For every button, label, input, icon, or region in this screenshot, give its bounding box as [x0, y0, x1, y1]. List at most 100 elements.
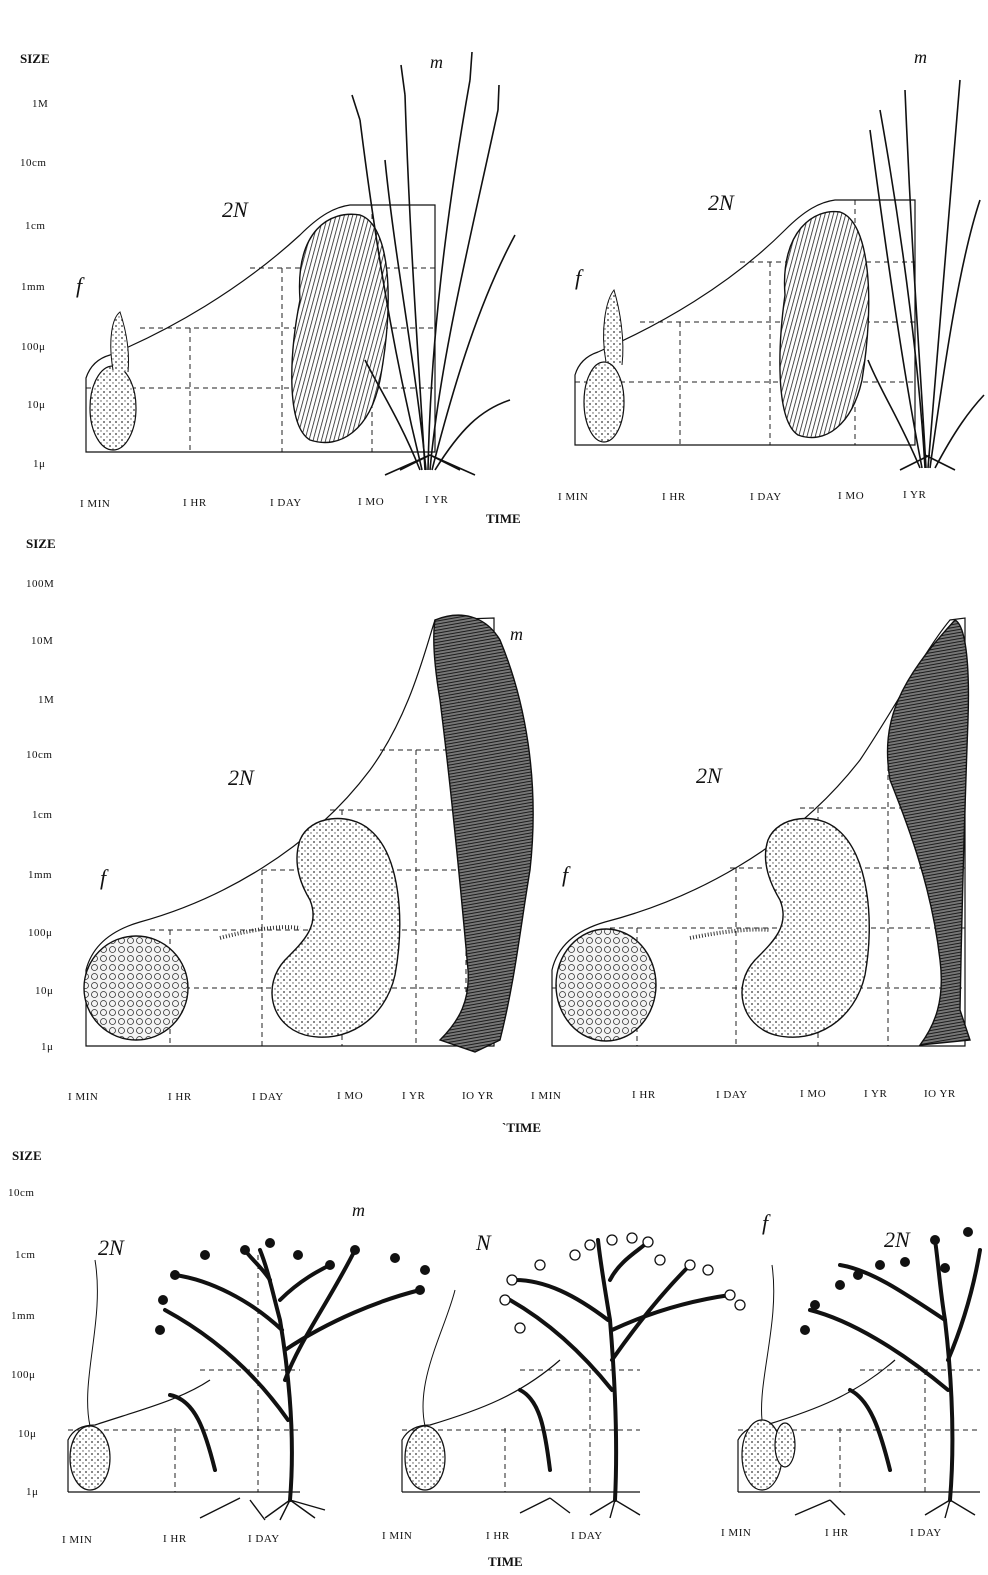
cycle-a [68, 1238, 430, 1520]
y-tick: 100μ [28, 927, 52, 939]
ploidy-label: 2N [884, 1227, 911, 1252]
size-axis-title: SIZE [12, 1148, 42, 1163]
size-axis-title: SIZE [20, 51, 50, 66]
grass-plant [868, 80, 984, 470]
x-tick: I MO [800, 1088, 826, 1100]
ploidy-label: 2N [228, 765, 255, 790]
sperm-tube [604, 290, 623, 365]
time-axis-title: TIME [488, 1554, 523, 1569]
tether-line [423, 1290, 455, 1426]
x-tick: I DAY [716, 1089, 748, 1101]
larva [70, 1426, 110, 1490]
y-tick: 10cm [8, 1187, 34, 1199]
x-tick: I MIN [721, 1527, 751, 1539]
x-tick: I HR [632, 1089, 656, 1101]
x-axis-ticks-a: I MIN I HR I DAY [62, 1533, 280, 1546]
x-tick: I YR [402, 1090, 425, 1102]
egg-cell [556, 929, 656, 1041]
x-tick: I DAY [270, 497, 302, 509]
x-tick: I MIN [62, 1534, 92, 1546]
y-tick: 1mm [21, 281, 45, 293]
egg-cell [90, 366, 136, 450]
x-tick: I MO [337, 1090, 363, 1102]
x-axis-ticks-right: I MIN I HR I DAY I MO I YR IO YR [531, 1088, 956, 1102]
gamete-label: f [575, 265, 584, 290]
cycle-left [86, 52, 515, 475]
y-tick: 1μ [41, 1041, 53, 1053]
x-tick: I MIN [531, 1090, 561, 1102]
cycle-left [84, 615, 533, 1052]
second-larva [775, 1423, 795, 1467]
y-tick: 1M [32, 98, 48, 110]
y-tick: 1cm [25, 220, 45, 232]
x-tick: I HR [163, 1533, 187, 1545]
y-tick: 1mm [11, 1310, 35, 1322]
roots [795, 1500, 975, 1518]
x-tick: I MO [838, 490, 864, 502]
ploidy-label: 2N [696, 763, 723, 788]
larva [405, 1426, 445, 1490]
y-tick: 1M [38, 694, 54, 706]
gamete-label: f [100, 865, 109, 890]
y-tick: 10cm [26, 749, 52, 761]
stage-labels-right: f 2N m [575, 47, 927, 290]
x-tick: I YR [864, 1088, 887, 1100]
x-tick: IO YR [462, 1090, 494, 1102]
x-tick: I MIN [558, 491, 588, 503]
egg-cell [84, 936, 188, 1040]
y-tick: 10μ [18, 1428, 36, 1440]
y-tick: 10μ [35, 985, 53, 997]
y-tick: 1cm [32, 809, 52, 821]
y-tick: 1mm [28, 869, 52, 881]
mature-label: m [510, 624, 523, 644]
y-tick: 1μ [33, 458, 45, 470]
cycle-right [552, 618, 970, 1046]
sperm-tube [111, 312, 129, 372]
ploidy-label: 2N [222, 197, 249, 222]
x-tick: IO YR [924, 1088, 956, 1100]
stage-labels: 2N m N f 2N [98, 1200, 911, 1260]
cycle-b [402, 1233, 745, 1518]
x-tick: I HR [825, 1527, 849, 1539]
y-axis-ticks: 100M 10M 1M 10cm 1cm 1mm 100μ 10μ 1μ [26, 578, 54, 1053]
x-tick: I YR [425, 494, 448, 506]
x-tick: I MIN [80, 498, 110, 510]
ploidy-label: 2N [98, 1235, 125, 1260]
y-tick: 100μ [21, 341, 45, 353]
cycle-right [575, 80, 984, 470]
time-axis-title: `TIME [502, 1120, 541, 1135]
size-axis-title: SIZE [26, 536, 56, 551]
x-tick: I HR [168, 1091, 192, 1103]
stage-labels-left: f 2N m [76, 52, 443, 298]
time-axis-title: TIME [486, 511, 521, 526]
gamete-label: f [762, 1210, 771, 1235]
y-tick: 10μ [27, 399, 45, 411]
x-axis-ticks-left: I MIN I HR I DAY I MO I YR IO YR [68, 1090, 494, 1103]
seedling-body [780, 212, 869, 438]
gamete-label: f [76, 273, 85, 298]
roots [520, 1498, 640, 1518]
x-tick: I YR [903, 489, 926, 501]
x-axis-ticks-c: I MIN I HR I DAY [721, 1527, 942, 1539]
x-axis-ticks-right: I MIN I HR I DAY I MO I YR [558, 489, 926, 503]
sperm-cluster [690, 929, 770, 938]
x-tick: I DAY [910, 1527, 942, 1539]
mature-label: m [352, 1200, 365, 1220]
sperm-cluster [220, 927, 300, 938]
cycle-c [738, 1227, 980, 1518]
y-tick: 100μ [11, 1369, 35, 1381]
x-tick: I MIN [382, 1530, 412, 1542]
x-axis-ticks-b: I MIN I HR I DAY [382, 1530, 603, 1542]
y-tick: 10M [31, 635, 53, 647]
x-tick: I DAY [248, 1533, 280, 1545]
panel-1-grass: SIZE 1M 10cm 1cm 1mm 100μ 10μ 1μ [20, 47, 984, 526]
x-tick: I HR [486, 1530, 510, 1542]
stage-labels-right: f 2N [562, 763, 723, 887]
panel-2-human: SIZE 100M 10M 1M 10cm 1cm 1mm 100μ 10μ 1… [26, 536, 970, 1135]
x-tick: I MIN [68, 1091, 98, 1103]
ploidy-label: 2N [708, 190, 735, 215]
ploidy-label: N [475, 1230, 492, 1255]
y-tick: 1cm [15, 1249, 35, 1261]
panel-3-hydroid: SIZE 10cm 1cm 1mm 100μ 10μ 1μ [8, 1148, 980, 1569]
